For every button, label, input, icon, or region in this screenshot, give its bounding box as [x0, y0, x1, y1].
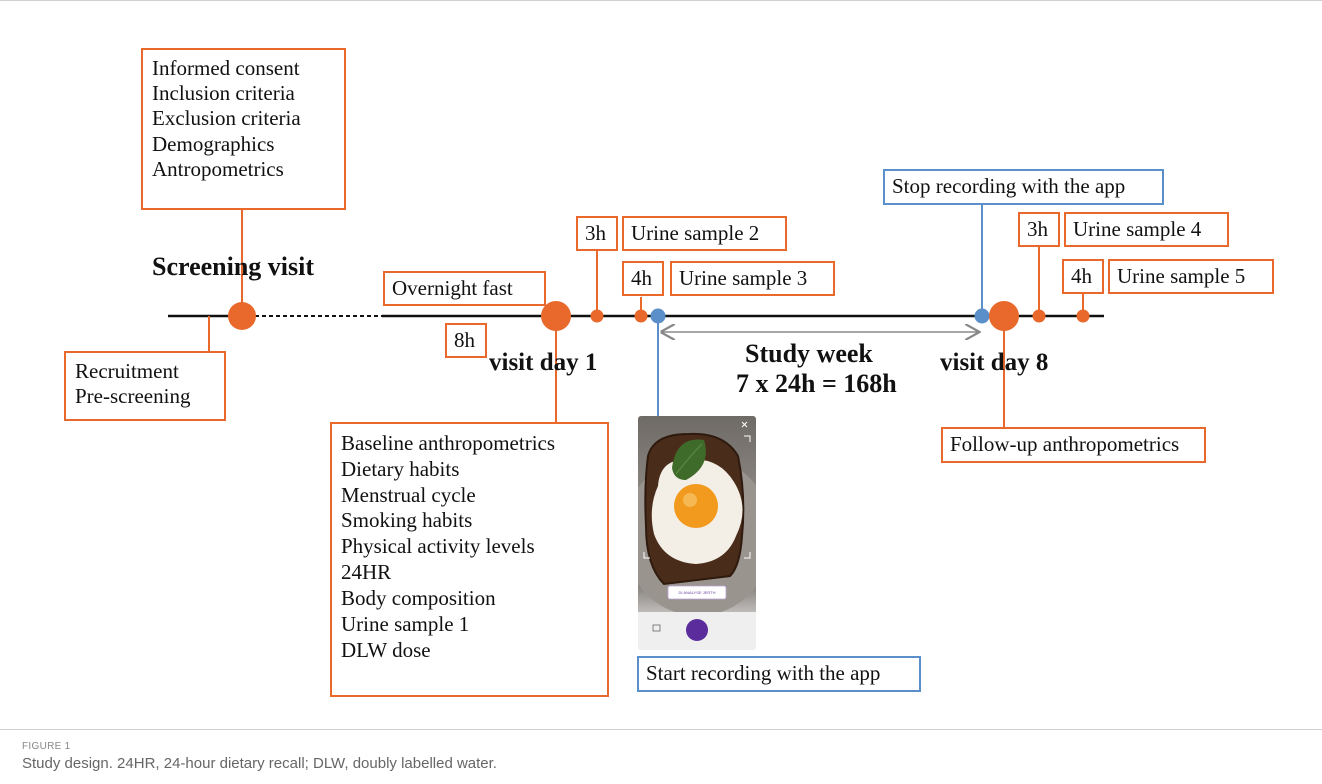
yolk-shape [674, 484, 718, 528]
s5-label-box: Urine sample 5 [1108, 259, 1274, 294]
screening-item: Inclusion criteria [152, 81, 295, 106]
shutter-button [686, 619, 708, 641]
scan-frame-corner [643, 552, 650, 559]
visit8-dot [989, 301, 1019, 331]
screening-item: Exclusion criteria [152, 106, 301, 131]
basil-leaf-vein [675, 443, 703, 475]
recruitment-box: Recruitment Pre-screening [64, 351, 226, 421]
scan-frame-corner [744, 552, 751, 559]
gallery-icon [652, 624, 661, 632]
screening-item: Demographics [152, 131, 275, 156]
start-app-dot [650, 308, 666, 324]
screening-visit-label: Screening visit [152, 252, 315, 281]
visit1-item: Smoking habits [341, 508, 473, 533]
yolk-highlight [683, 493, 697, 507]
s2-label-box: Urine sample 2 [622, 216, 787, 251]
figure-frame [0, 0, 1322, 730]
visit1-item: Physical activity levels [341, 534, 535, 559]
figure-caption: Study design. 24HR, 24-hour dietary reca… [22, 755, 497, 772]
s5-time-box: 4h [1062, 259, 1104, 294]
recruitment-item: Pre-screening [75, 384, 191, 409]
visit1-item: DLW dose [341, 637, 431, 662]
screening-item: Informed consent [152, 56, 300, 80]
figure-label: FIGURE 1 [22, 741, 71, 752]
app-screenshot: DI ANALYSE JERTH [638, 416, 756, 650]
s4-time-box: 3h [1018, 212, 1060, 247]
s5-dot [1076, 309, 1090, 323]
s3-dot [634, 309, 648, 323]
visit1-item: Urine sample 1 [341, 611, 470, 636]
visit1-item: Baseline anthropometrics [341, 431, 556, 455]
fast-duration-box: 8h [445, 323, 487, 358]
s3-label-box: Urine sample 3 [670, 261, 835, 296]
s4-dot [1032, 309, 1046, 323]
food-photo [638, 421, 756, 650]
visit1-item: Menstrual cycle [341, 482, 476, 507]
stop-recording-box: Stop recording with the app [883, 169, 1164, 205]
s2-dot [590, 309, 604, 323]
visit1-item: 24HR [341, 560, 392, 585]
screening-box: Informed consent Inclusion criteria Excl… [141, 48, 346, 210]
visit1-label: visit day 1 [489, 349, 598, 376]
scan-frame-corner [744, 435, 751, 442]
analyse-button [667, 585, 727, 600]
analyse-button-label: DI ANALYSE JERTH [678, 590, 716, 595]
visit1-item: Body composition [341, 585, 496, 610]
close-icon [741, 421, 748, 428]
stop-app-dot [974, 308, 990, 324]
s4-label-box: Urine sample 4 [1064, 212, 1229, 247]
visit1-box: Baseline anthropometrics Dietary habits … [330, 422, 609, 697]
screening-item: Antropometrics [152, 156, 284, 181]
basil-leaf-shape [672, 439, 706, 480]
s3-time-box: 4h [622, 261, 664, 296]
s2-time-box: 3h [576, 216, 618, 251]
timeline-diagram [168, 204, 1104, 428]
follow-up-box: Follow-up anthropometrics [941, 427, 1206, 463]
visit8-label: visit day 8 [940, 349, 1049, 376]
visit1-item: Dietary habits [341, 456, 460, 481]
overnight-fast-box: Overnight fast [383, 271, 546, 306]
start-recording-box: Start recording with the app [637, 656, 921, 692]
recruitment-item: Recruitment [75, 359, 179, 383]
screening-dot [228, 302, 256, 330]
study-week-duration: 7 x 24h = 168h [736, 369, 897, 398]
visit1-dot [541, 301, 571, 331]
study-week-label: Study week [745, 339, 873, 368]
